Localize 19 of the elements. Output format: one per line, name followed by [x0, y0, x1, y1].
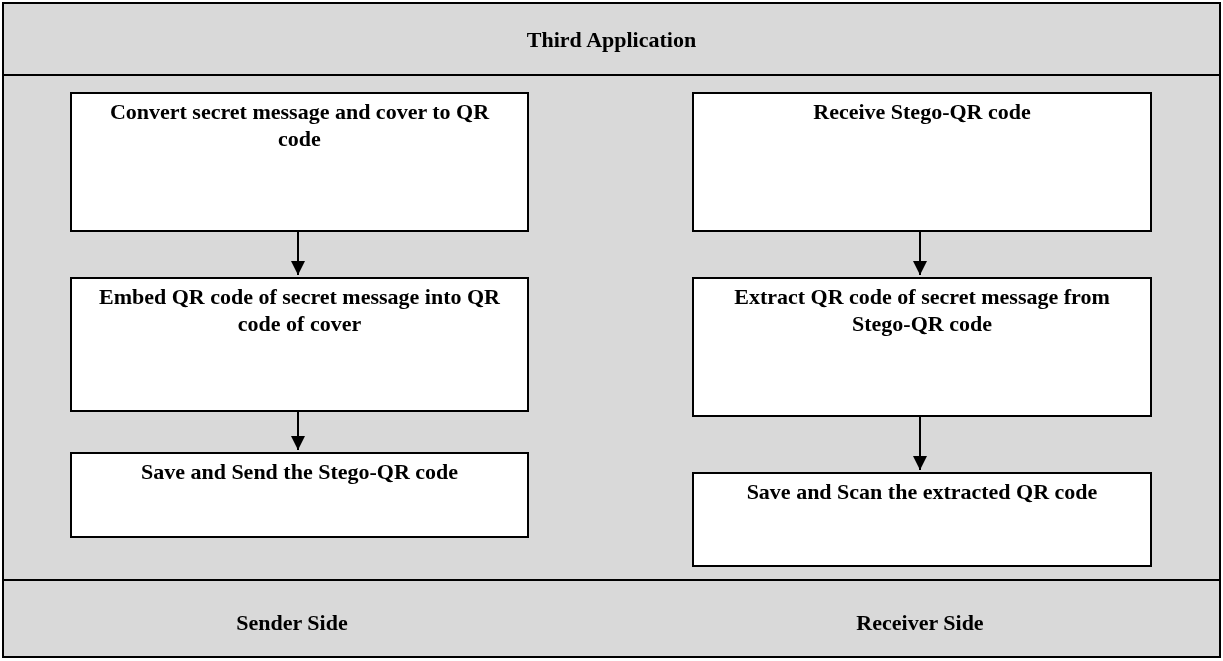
process-box [70, 92, 529, 232]
box-text: Convert secret message and cover to QR code [108, 98, 491, 152]
box-text: Save and Send the Stego-QR code [139, 458, 460, 485]
arrow [291, 409, 305, 451]
process-box [70, 452, 529, 538]
arrow [913, 414, 927, 471]
box-text: Save and Scan the extracted QR code [745, 478, 1099, 505]
box-text: Extract QR code of secret message from Stego-QR code [733, 283, 1111, 337]
panel-title: Third Application [525, 26, 698, 53]
arrow [291, 229, 305, 276]
process-box [692, 277, 1152, 417]
process-box [692, 92, 1152, 232]
process-box [692, 472, 1152, 567]
box-text: Receive Stego-QR code [812, 98, 1032, 125]
column-label: Receiver Side [855, 610, 985, 636]
column-label: Sender Side [235, 610, 349, 636]
arrow [913, 229, 927, 276]
box-text: Embed QR code of secret message into QR code of cover [98, 283, 501, 337]
process-box [70, 277, 529, 412]
